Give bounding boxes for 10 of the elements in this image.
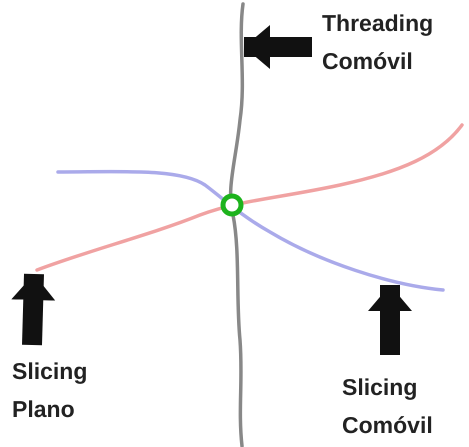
label-text: Slicing Plano [12, 352, 132, 428]
label-text: Slicing Comóvil [342, 368, 467, 444]
junction-circle [220, 194, 244, 216]
label-text: Threading Comóvil [322, 4, 462, 80]
vertical-curve [228, 2, 245, 447]
rising-curve [35, 123, 464, 272]
arrow [244, 25, 312, 69]
arrow [11, 274, 56, 346]
falling-curve [56, 170, 445, 292]
arrow [368, 285, 412, 355]
